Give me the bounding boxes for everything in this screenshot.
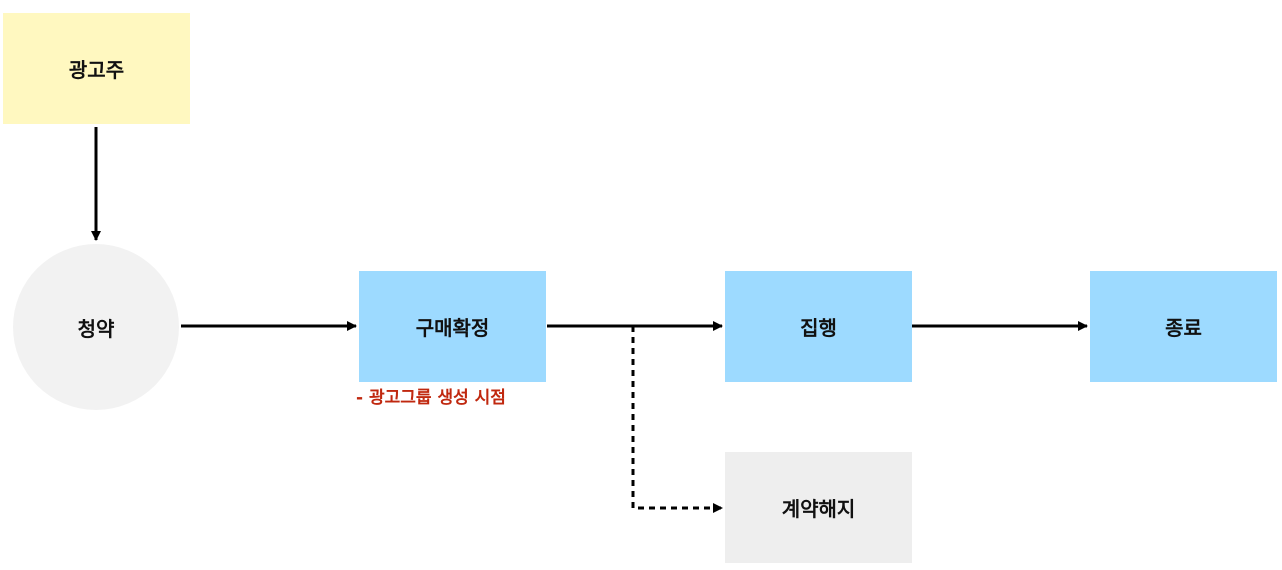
end-node: 종료 <box>1090 271 1277 382</box>
ad-group-creation-note: - 광고그룹 생성 시점 <box>356 388 506 408</box>
purchase-confirm-node: 구매확정 <box>359 271 546 382</box>
execution-label: 집행 <box>800 316 837 340</box>
purchase-confirm-label: 구매확정 <box>415 316 490 340</box>
cancellation-node: 계약해지 <box>725 452 912 563</box>
arrow-purchase-to-cancellation <box>631 326 723 513</box>
advertiser-label: 광고주 <box>68 58 125 82</box>
subscription-label: 청약 <box>77 316 115 341</box>
cancellation-label: 계약해지 <box>781 497 856 521</box>
subscription-node: 청약 <box>13 244 179 410</box>
end-label: 종료 <box>1165 316 1202 340</box>
execution-node: 집행 <box>725 271 912 382</box>
advertiser-node: 광고주 <box>3 13 190 124</box>
